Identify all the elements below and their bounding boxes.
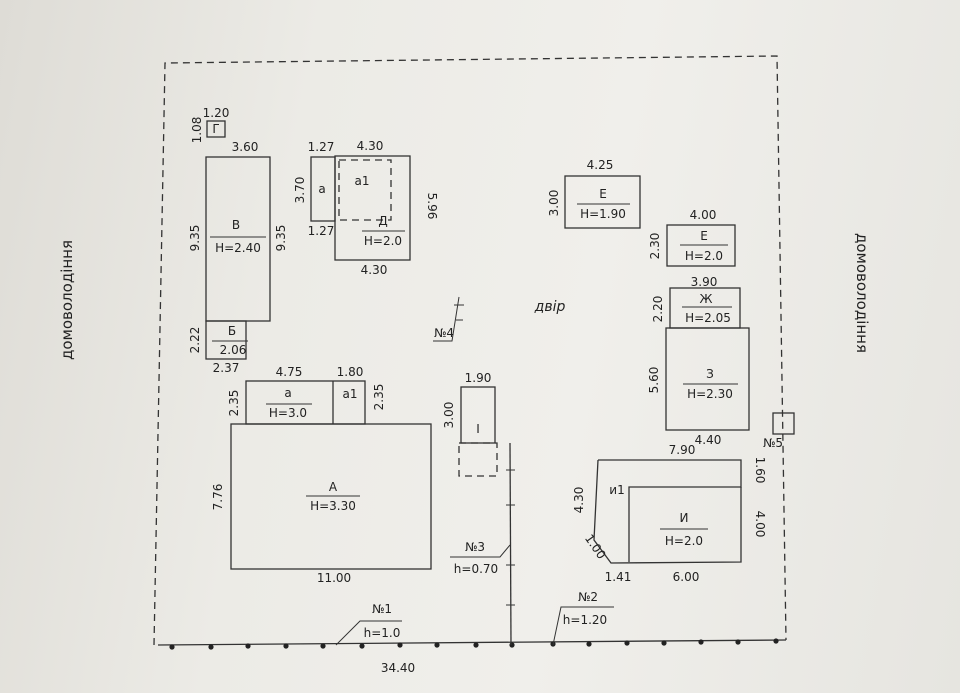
svg-text:Е: Е	[700, 229, 708, 243]
building-g: Г 1.20 1.08	[190, 106, 229, 143]
svg-text:h=1.0: h=1.0	[364, 626, 401, 640]
svg-text:h=0.70: h=0.70	[454, 562, 498, 576]
svg-text:a1: a1	[343, 387, 358, 401]
svg-text:H=3.30: H=3.30	[310, 499, 356, 513]
svg-text:№2: №2	[578, 590, 598, 604]
svg-text:5.60: 5.60	[647, 367, 661, 394]
svg-text:№4: №4	[434, 326, 454, 340]
svg-text:3.70: 3.70	[293, 177, 307, 204]
svg-text:4.00: 4.00	[753, 511, 767, 538]
svg-text:9.35: 9.35	[188, 225, 202, 252]
svg-text:А: А	[329, 480, 338, 494]
svg-text:Ж: Ж	[700, 292, 713, 306]
building-i: 1.90 3.00 І	[442, 371, 498, 477]
svg-text:H=2.0: H=2.0	[685, 249, 723, 263]
building-z: 5.60 З H=2.30 4.40	[647, 327, 750, 447]
svg-text:3.00: 3.00	[442, 402, 456, 429]
svg-text:и1: и1	[609, 483, 624, 497]
svg-text:4.30: 4.30	[572, 487, 586, 514]
svg-text:№3: №3	[465, 540, 485, 554]
svg-text:4.25: 4.25	[587, 158, 614, 172]
svg-text:2.37: 2.37	[213, 361, 240, 375]
svg-text:4.75: 4.75	[276, 365, 303, 379]
side-label-left: домоволодіння	[58, 240, 76, 360]
svg-text:4.30: 4.30	[357, 139, 384, 153]
svg-text:7.90: 7.90	[669, 443, 696, 457]
svg-text:a: a	[318, 182, 325, 196]
svg-text:6.00: 6.00	[673, 570, 700, 584]
svg-text:2.22: 2.22	[188, 327, 202, 354]
svg-text:2.35: 2.35	[227, 390, 241, 417]
svg-text:H=2.0: H=2.0	[364, 234, 402, 248]
svg-text:4.40: 4.40	[695, 433, 722, 447]
svg-text:№5: №5	[763, 436, 783, 450]
fence-note-3: №3 h=0.70	[450, 540, 511, 576]
svg-text:1.80: 1.80	[337, 365, 364, 379]
svg-text:a: a	[284, 386, 291, 400]
svg-text:1.41: 1.41	[605, 570, 632, 584]
svg-text:11.00: 11.00	[317, 571, 351, 585]
side-label-right: домоволодіння	[853, 233, 871, 353]
svg-text:4.00: 4.00	[690, 208, 717, 222]
svg-text:H=2.0: H=2.0	[665, 534, 703, 548]
svg-text:7.76: 7.76	[211, 484, 225, 511]
building-zh: 3.90 2.20 Ж H=2.05	[651, 275, 741, 329]
svg-text:1.27: 1.27	[308, 224, 335, 238]
svg-text:2.30: 2.30	[648, 233, 662, 260]
svg-text:3.90: 3.90	[691, 275, 718, 289]
svg-text:№1: №1	[372, 602, 392, 616]
svg-text:2.35: 2.35	[372, 384, 386, 411]
svg-text:Г: Г	[212, 122, 219, 136]
svg-text:2.06: 2.06	[220, 343, 247, 357]
svg-text:1.20: 1.20	[203, 106, 230, 120]
svg-text:h=1.20: h=1.20	[563, 613, 607, 627]
svg-text:Д: Д	[378, 214, 387, 228]
svg-text:І: І	[476, 422, 480, 436]
svg-text:a1: a1	[355, 174, 370, 188]
building-v: 3.60 В H=2.40 9.35 9.35	[188, 140, 288, 322]
internal-fence-ticks	[506, 469, 515, 606]
svg-text:H=2.40: H=2.40	[215, 241, 261, 255]
svg-text:4.30: 4.30	[361, 263, 388, 277]
svg-text:H=2.05: H=2.05	[685, 311, 731, 325]
internal-fence	[509, 442, 512, 646]
svg-text:В: В	[232, 218, 240, 232]
fence-note-2: №2 h=1.20	[552, 590, 614, 646]
svg-text:2.20: 2.20	[651, 296, 665, 323]
building-y: 7.90 4.30 1.60 4.00 и1 И H=2.0 1.00 1.41…	[572, 443, 767, 584]
svg-text:Б: Б	[228, 324, 236, 338]
fence-note-5: №5	[763, 412, 795, 450]
building-d: 1.27 1.27 3.70 a a1 4.30 4.30 5.96 Д H=2…	[293, 139, 439, 277]
plot-total-width: 34.40	[381, 661, 415, 675]
svg-text:Е: Е	[599, 187, 607, 201]
street-fence	[157, 639, 787, 646]
svg-text:1.27: 1.27	[308, 140, 335, 154]
svg-text:1.90: 1.90	[465, 371, 492, 385]
svg-text:1.60: 1.60	[753, 457, 767, 484]
svg-text:5.96: 5.96	[425, 193, 439, 220]
plot-boundary	[153, 55, 787, 646]
svg-text:H=2.30: H=2.30	[687, 387, 733, 401]
svg-text:3.60: 3.60	[232, 140, 259, 154]
fence-note-4: №4	[433, 296, 464, 342]
building-a: 4.75 1.80 2.35 2.35 a H=3.0 a1 А H=3.30 …	[211, 365, 432, 585]
building-e-1: 4.25 3.00 Е H=1.90	[547, 158, 641, 229]
svg-text:H=3.0: H=3.0	[269, 406, 307, 420]
building-b: Б 2.06 2.37 2.22	[188, 320, 248, 375]
svg-text:1.08: 1.08	[190, 117, 204, 144]
building-e-2: 4.00 2.30 Е H=2.0	[648, 208, 736, 267]
svg-text:З: З	[706, 367, 714, 381]
svg-text:3.00: 3.00	[547, 190, 561, 217]
yard-label: двір	[534, 299, 566, 315]
svg-text:9.35: 9.35	[274, 225, 288, 252]
svg-text:И: И	[680, 511, 689, 525]
fence-note-1: №1 h=1.0	[335, 602, 402, 646]
svg-text:1.00: 1.00	[582, 532, 609, 562]
svg-text:H=1.90: H=1.90	[580, 207, 626, 221]
